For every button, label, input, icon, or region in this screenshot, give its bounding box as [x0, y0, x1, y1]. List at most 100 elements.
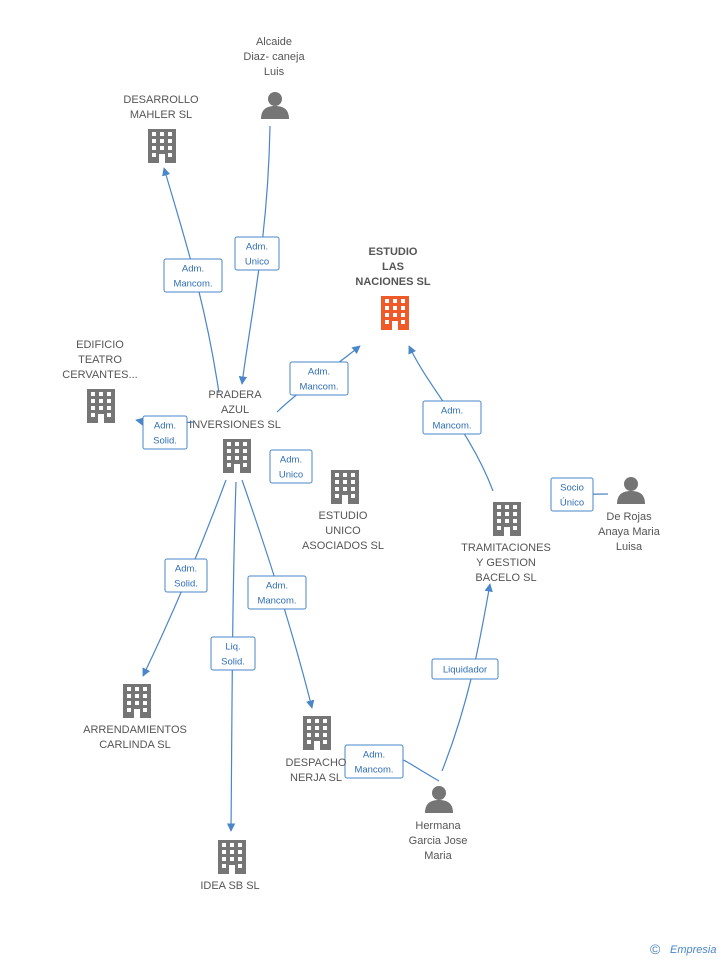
node-label: Garcia Jose [409, 835, 468, 847]
edge-label-text: Adm. [246, 242, 268, 253]
building-icon[interactable] [381, 296, 409, 330]
person-icon[interactable] [261, 92, 289, 119]
person-icon[interactable] [425, 786, 453, 813]
node-label: NACIONES SL [355, 276, 430, 288]
edge-label-box[interactable] [142, 415, 188, 450]
edge-label[interactable]: Adm. Solid. [142, 415, 188, 450]
edge-label-text: Adm. [308, 367, 330, 378]
building-icon[interactable] [148, 129, 176, 163]
building-icon[interactable] [123, 684, 151, 718]
edge-label-box[interactable] [247, 575, 307, 610]
edge-label-text: Liquidador [443, 665, 487, 676]
edge-label[interactable]: Adm.Solid. [164, 558, 208, 593]
edge-label-box[interactable] [289, 361, 349, 396]
node-label: ESTUDIO [319, 510, 368, 522]
node-label: DESARROLLO [123, 94, 199, 106]
building-icon[interactable] [303, 716, 331, 750]
node-label: DESPACHO [286, 757, 347, 769]
edge-label[interactable]: Adm. Mancom. [344, 744, 404, 779]
node-label: CERVANTES... [62, 369, 137, 381]
building-icon[interactable] [493, 502, 521, 536]
edge-label-text: Adm. [266, 581, 288, 592]
node-label: De Rojas [606, 511, 652, 523]
node-label: MAHLER SL [130, 109, 192, 121]
node-label: PRADERA [208, 389, 262, 401]
node-desarrollo[interactable]: DESARROLLO MAHLER SL [123, 94, 199, 163]
edge-label-box[interactable] [164, 558, 208, 593]
edge-label[interactable]: Liquidador [431, 658, 499, 680]
edge-pradera-desarrollo: Adm. Mancom. [162, 167, 223, 394]
edge-label-text: Mancom. [173, 279, 212, 290]
node-label: Anaya Maria [598, 526, 661, 538]
node-label: NERJA SL [290, 772, 342, 784]
edge-label-box[interactable] [431, 658, 499, 680]
edge-line [402, 759, 440, 782]
edge-label-text: Adm. [441, 406, 463, 417]
node-label: Maria [424, 850, 452, 862]
edge-label-text: Adm. [154, 421, 176, 432]
node-label: AZUL [221, 404, 249, 416]
edge-label-text: Mancom. [432, 421, 471, 432]
edge-label[interactable]: Adm. Mancom. [289, 361, 349, 396]
edge-label-box[interactable] [422, 400, 482, 435]
building-icon[interactable] [87, 389, 115, 423]
edge-label-box[interactable] [210, 636, 256, 671]
edge-tramitaciones-estudio_naciones: Adm. Mancom. [408, 345, 494, 492]
building-icon[interactable] [223, 439, 251, 473]
node-edificio[interactable]: EDIFICIOTEATROCERVANTES... [62, 339, 138, 423]
edge-pradera-arrendamientos: Adm.Solid. [142, 479, 227, 677]
edge-line [238, 125, 271, 385]
edge-label-text: Adm. [182, 264, 204, 275]
node-label: ASOCIADOS SL [302, 540, 384, 552]
edge-label-box[interactable] [163, 258, 223, 293]
edge-label-text: Solid. [221, 657, 245, 668]
edge-label-text: Único [560, 498, 584, 509]
node-pradera[interactable]: PRADERA AZUL INVERSIONES SL [189, 389, 281, 473]
node-label: Alcaide [256, 36, 292, 48]
person-icon[interactable] [617, 477, 645, 504]
edge-label-box[interactable] [344, 744, 404, 779]
edge-label[interactable]: Adm. Unico [234, 236, 280, 271]
node-label: Luis [264, 66, 285, 78]
edge-label-text: Mancom. [299, 382, 338, 393]
edge-label-box[interactable] [234, 236, 280, 271]
node-despacho[interactable]: DESPACHO NERJA SL [286, 716, 347, 784]
edge-label-text: Adm. [363, 750, 385, 761]
edge-label-box[interactable] [550, 477, 594, 512]
node-label: TRAMITACIONES [461, 542, 551, 554]
edge-label-text: Mancom. [257, 596, 296, 607]
edge-label-text: Unico [245, 257, 269, 268]
edge-label[interactable]: Adm. Mancom. [247, 575, 307, 610]
edge-label[interactable]: Adm. Mancom. [422, 400, 482, 435]
edge-pradera-estudio_unico: Adm.Unico [269, 449, 313, 484]
copyright-symbol: © [650, 941, 661, 957]
building-icon[interactable] [218, 840, 246, 874]
edge-label[interactable]: Adm.Unico [269, 449, 313, 484]
node-label: ARRENDAMIENTOS [83, 724, 187, 736]
edge-label-text: Mancom. [354, 765, 393, 776]
edge-label-text: Solid. [153, 436, 177, 447]
node-label: LAS [382, 261, 404, 273]
edge-label[interactable]: Liq. Solid. [210, 636, 256, 671]
node-label: Y GESTION [476, 557, 536, 569]
node-label: INVERSIONES SL [189, 419, 281, 431]
edge-pradera-edificio: Adm. Solid. [135, 415, 194, 450]
edge-pradera-idea: Liq. Solid. [210, 481, 256, 832]
edge-label-box[interactable] [269, 449, 313, 484]
edge-label-text: Liq. [225, 642, 240, 653]
edge-label[interactable]: Adm. Mancom. [163, 258, 223, 293]
brand-logo[interactable]: Empresia [670, 944, 716, 956]
building-icon[interactable] [331, 470, 359, 504]
edge-label-text: Solid. [174, 579, 198, 590]
node-idea[interactable]: IDEA SB SL [200, 840, 260, 892]
